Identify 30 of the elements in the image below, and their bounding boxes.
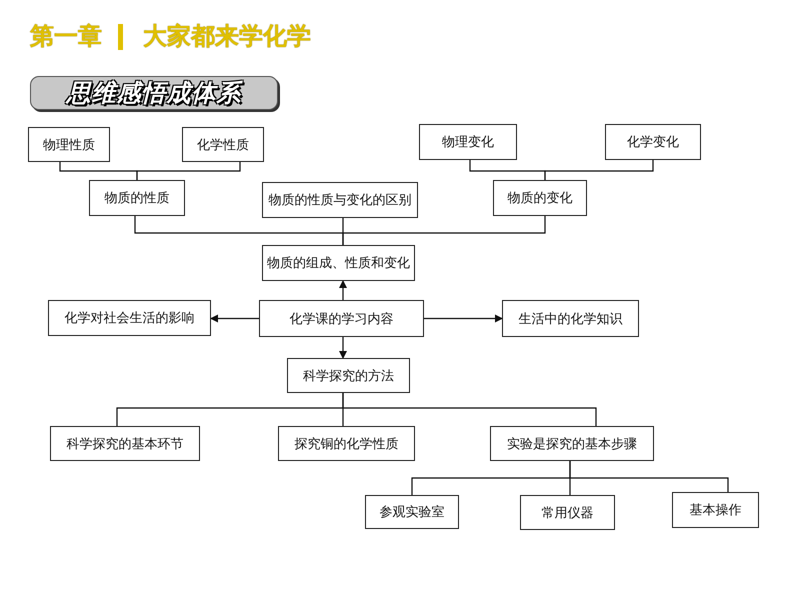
- chapter-title: 第一章: [30, 21, 102, 52]
- concept-box: 物理变化: [419, 124, 517, 160]
- concept-box: 科学探究的基本环节: [50, 426, 200, 461]
- concept-box: 物质的性质与变化的区别: [262, 182, 418, 218]
- arrow: [339, 280, 347, 300]
- concept-box: 科学探究的方法: [287, 358, 410, 393]
- connector-line: [569, 461, 729, 492]
- concept-box: 化学性质: [182, 127, 264, 162]
- arrow: [424, 314, 503, 322]
- connector-line: [342, 393, 597, 426]
- concept-box: 生活中的化学知识: [502, 300, 639, 337]
- concept-box: 常用仪器: [520, 495, 615, 530]
- concept-box: 物质的组成、性质和变化: [262, 245, 415, 281]
- concept-box: 物质的性质: [89, 180, 185, 216]
- concept-box: 物质的变化: [493, 180, 587, 216]
- concept-box: 探究铜的化学性质: [278, 426, 415, 461]
- concept-box: 化学对社会生活的影响: [48, 300, 211, 336]
- concept-box: 化学变化: [605, 124, 701, 160]
- connector-line: [136, 162, 241, 180]
- concept-box: 基本操作: [672, 492, 759, 528]
- chapter-subtitle: 大家都来学化学: [143, 21, 311, 52]
- arrow: [210, 314, 259, 322]
- concept-box: 实验是探究的基本步骤: [490, 426, 654, 461]
- concept-box: 参观实验室: [365, 495, 459, 529]
- connector-line: [544, 160, 654, 180]
- section-banner: 思维感悟成体系: [30, 76, 278, 110]
- arrow: [339, 337, 347, 359]
- connector-line: [342, 216, 546, 245]
- concept-box: 化学课的学习内容: [259, 300, 424, 337]
- concept-box: 物理性质: [28, 127, 110, 162]
